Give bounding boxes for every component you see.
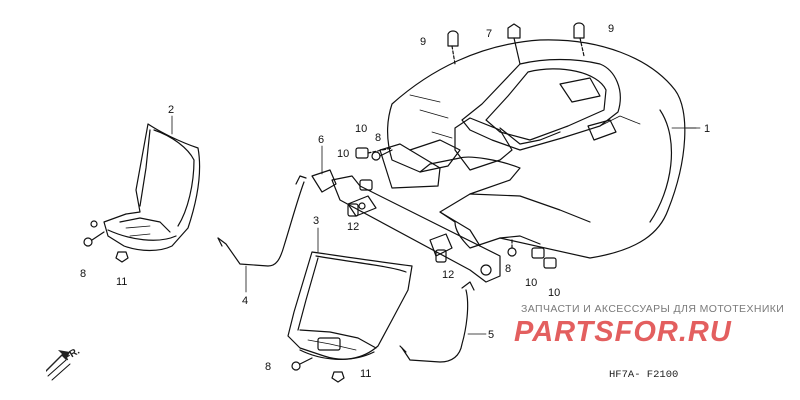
fastener-10d [543, 257, 557, 269]
callout-12a: 12 [347, 221, 359, 233]
fastener-7 [507, 23, 521, 65]
fastener-8a [371, 149, 393, 161]
callout-11a: 11 [116, 276, 127, 288]
fastener-10b [359, 179, 373, 191]
callout-6: 6 [318, 134, 324, 146]
fastener-10a [355, 147, 393, 159]
rear-fender [379, 39, 686, 259]
callout-11b: 11 [360, 368, 371, 380]
fastener-11a [115, 251, 129, 263]
right-mudguard [287, 251, 413, 360]
leader-lines [171, 115, 701, 335]
callout-8d: 8 [265, 361, 271, 373]
watermark-caption: ЗАПЧАСТИ И АКСЕССУАРЫ ДЛЯ МОТОТЕХНИКИ [521, 303, 785, 315]
callout-10d: 10 [548, 287, 560, 299]
fastener-12a [347, 203, 359, 217]
callout-2: 2 [168, 104, 174, 116]
right-stay-rod [399, 281, 475, 363]
callout-4: 4 [242, 295, 248, 307]
callout-8a: 8 [375, 132, 381, 144]
callout-3: 3 [313, 215, 319, 227]
fastener-12b [435, 249, 447, 263]
fastener-9a [447, 30, 459, 65]
cross-bracket [311, 169, 501, 283]
callout-10c: 10 [525, 277, 537, 289]
callout-10a: 10 [355, 123, 367, 135]
callout-9b: 9 [608, 23, 614, 35]
watermark-brand: PARTSFOR.RU [514, 316, 732, 348]
fastener-11b [331, 371, 345, 383]
fastener-8d [291, 357, 313, 371]
callout-8c: 8 [80, 268, 86, 280]
callout-12b: 12 [442, 269, 454, 281]
callout-8b: 8 [505, 263, 511, 275]
callout-10b: 10 [337, 148, 349, 160]
callout-7: 7 [486, 28, 492, 40]
callout-5: 5 [488, 329, 494, 341]
fastener-10c [531, 247, 545, 259]
left-stay-rod [217, 175, 307, 267]
callout-9a: 9 [420, 36, 426, 48]
fastener-8b [507, 239, 517, 257]
left-mudguard [90, 123, 201, 252]
callouts: 1 2 3 4 5 6 7 8 8 8 8 9 9 10 10 10 10 11… [80, 23, 710, 380]
fastener-8c [83, 231, 105, 247]
fastener-9b [573, 22, 585, 57]
callout-1: 1 [704, 123, 710, 135]
fr-arrow-icon [46, 350, 71, 381]
diagram-code: HF7A- F2100 [609, 369, 679, 381]
